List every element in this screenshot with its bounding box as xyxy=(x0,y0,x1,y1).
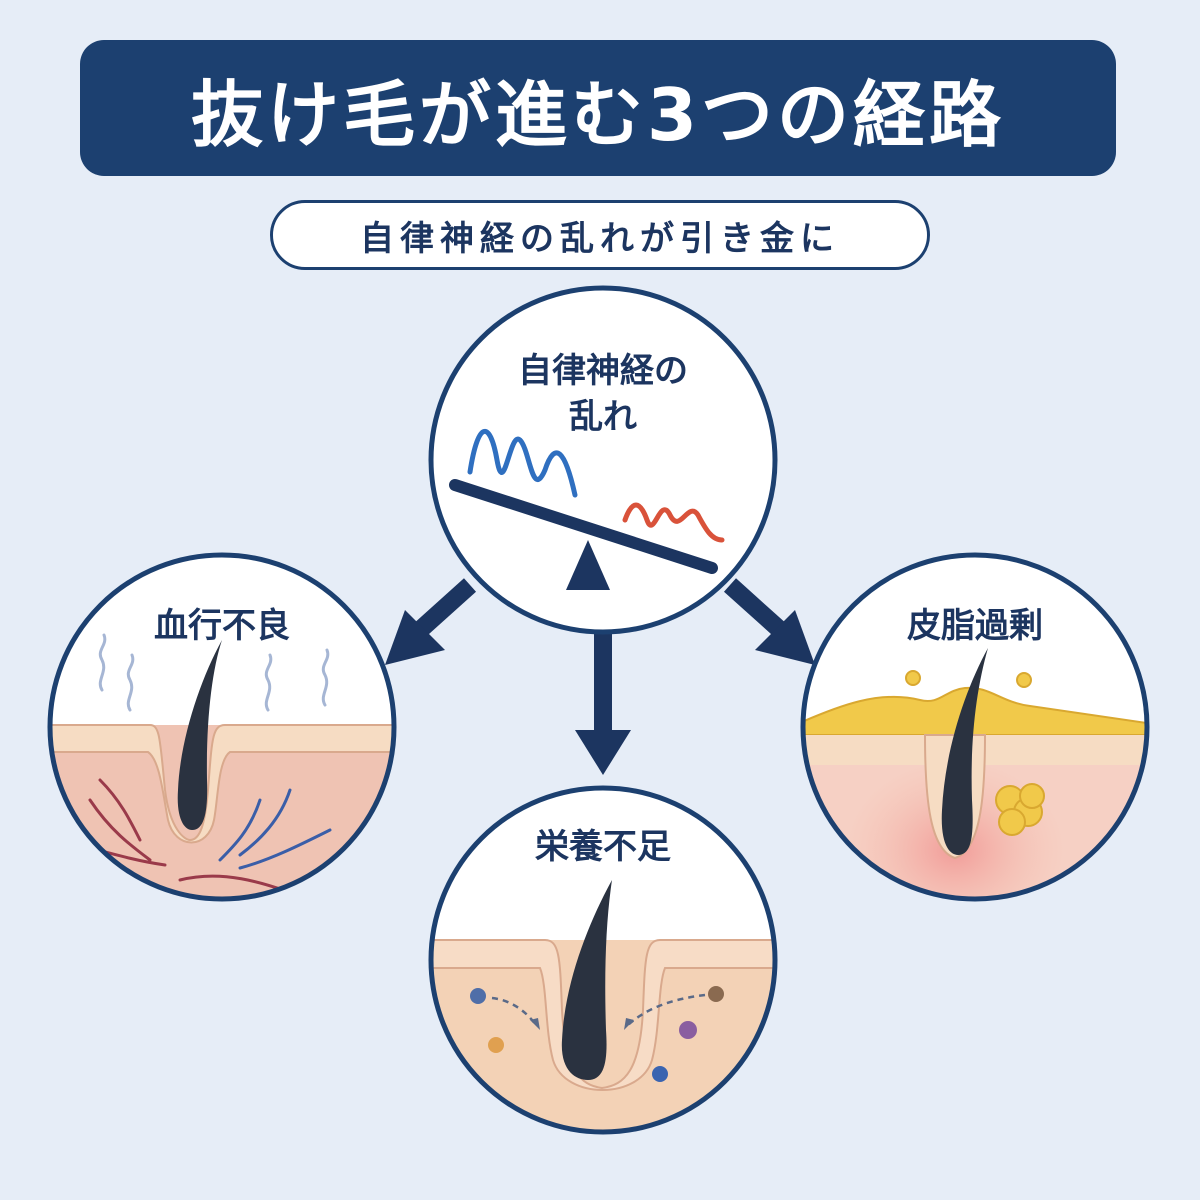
seesaw-beam xyxy=(449,479,718,574)
left-node-label: 血行不良 xyxy=(154,606,290,646)
arrow-to-left xyxy=(385,578,477,665)
page-subtitle: 自律神経の乱れが引き金に xyxy=(360,218,840,259)
blue-wave-icon xyxy=(467,428,578,498)
arrow-to-bottom xyxy=(575,632,631,775)
right-node-sebum: 皮脂過剰 xyxy=(800,552,1150,902)
bottom-node-label: 栄養不足 xyxy=(535,827,671,867)
center-label-line1: 自律神経の xyxy=(518,351,688,391)
seesaw-fulcrum-icon xyxy=(566,540,610,590)
center-label-line2: 乱れ xyxy=(569,397,637,437)
center-node-autonomic: 自律神経の 乱れ xyxy=(428,285,778,635)
bottom-node-nutrition: 栄養不足 xyxy=(428,785,778,1135)
subtitle-pill: 自律神経の乱れが引き金に xyxy=(270,200,930,270)
right-node-label: 皮脂過剰 xyxy=(907,606,1043,646)
hair-icon-bottom xyxy=(561,880,612,1080)
red-wave-icon xyxy=(622,502,725,543)
title-banner: 抜け毛が進む3つの経路 xyxy=(80,40,1116,176)
hair-icon-left xyxy=(177,640,222,830)
left-node-circulation: 血行不良 xyxy=(47,552,397,902)
arrow-to-right xyxy=(723,578,815,665)
hair-icon-right xyxy=(941,648,988,855)
page-title: 抜け毛が進む3つの経路 xyxy=(190,72,1006,157)
